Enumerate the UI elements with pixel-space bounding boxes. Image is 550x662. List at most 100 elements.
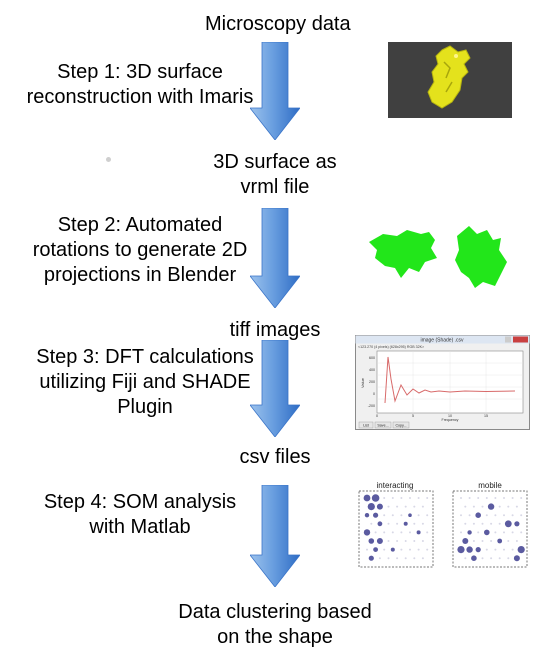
som-empty-node	[507, 557, 510, 560]
som-cluster-dot	[513, 555, 520, 562]
som-empty-node	[485, 497, 488, 499]
step-2-line2: rotations to generate 2D	[32, 239, 248, 261]
x-tick-label: 10	[448, 414, 452, 418]
som-empty-node	[464, 505, 467, 508]
yellow-cell-surface	[427, 45, 471, 109]
som-empty-node	[515, 540, 518, 542]
som-empty-node	[426, 531, 429, 534]
som-empty-node	[472, 522, 475, 525]
x-tick-label: 0	[376, 414, 378, 418]
som-empty-node	[396, 505, 399, 508]
step-1-line2: reconstruction with Imaris	[26, 86, 254, 108]
som-empty-node	[503, 497, 505, 499]
som-empty-node	[511, 497, 514, 499]
som-cluster-dot	[376, 503, 383, 510]
som-empty-node	[383, 531, 386, 534]
node-vrml-line1: 3D surface as	[213, 151, 337, 173]
som-empty-node	[490, 557, 493, 560]
som-empty-node	[391, 531, 394, 534]
som-empty-node	[387, 540, 390, 542]
som-empty-node	[511, 548, 514, 551]
node-microscopy-data: Microscopy data	[205, 13, 351, 35]
som-empty-node	[400, 531, 403, 534]
som-empty-node	[404, 557, 407, 560]
node-result-line1: Data clustering based	[178, 601, 372, 623]
som-empty-node	[460, 514, 462, 517]
copy-button	[392, 421, 410, 429]
som-empty-node	[468, 497, 471, 499]
y-tick-label: 200	[369, 380, 375, 384]
som-empty-node	[477, 531, 480, 534]
som-cluster-dot	[517, 546, 525, 554]
som-empty-node	[383, 514, 386, 517]
som-empty-node	[498, 557, 501, 560]
window-close-icon	[513, 336, 528, 343]
som-empty-node	[511, 531, 514, 534]
som-empty-node	[396, 522, 399, 525]
step-4-label: Step 4: SOM analysis with Matlab	[30, 490, 250, 540]
som-empty-node	[515, 505, 518, 508]
som-empty-node	[396, 540, 399, 542]
som-empty-node	[383, 497, 386, 499]
som-empty-node	[503, 531, 505, 534]
som-empty-node	[413, 557, 416, 560]
som-cluster-dot	[471, 555, 477, 561]
som-empty-node	[391, 497, 394, 499]
som-cluster-dot	[376, 538, 383, 544]
som-empty-node	[387, 505, 390, 508]
flow-arrow-1	[250, 42, 300, 140]
som-empty-node	[481, 557, 484, 560]
som-empty-node	[485, 548, 488, 551]
som-cluster-dot	[403, 521, 408, 526]
som-right-title: mobile	[478, 481, 502, 490]
som-empty-node	[400, 548, 403, 551]
fiji-plot-window: image (Shade) .csv <123.270 (4 pixels) (…	[355, 335, 530, 430]
som-maps-thumbnail: interacting mobile	[358, 481, 528, 568]
som-cluster-dot	[466, 546, 473, 553]
som-cluster-dot	[373, 547, 378, 552]
som-empty-node	[481, 505, 484, 508]
node-vrml-file: 3D surface as vrml file	[195, 150, 355, 200]
som-empty-node	[494, 531, 497, 534]
plot-xlabel: Frequency	[442, 418, 459, 422]
som-empty-node	[374, 531, 377, 534]
som-empty-node	[426, 548, 429, 551]
flow-arrow-2	[250, 208, 300, 308]
som-cluster-dot	[363, 529, 371, 536]
som-empty-node	[503, 514, 505, 517]
step-3-line2: utilizing Fiji and SHADE	[39, 371, 251, 393]
som-empty-node	[464, 522, 467, 525]
som-cluster-dot	[390, 547, 395, 552]
som-empty-node	[413, 505, 416, 508]
som-cluster-dot	[497, 538, 503, 544]
som-cluster-dot	[364, 513, 370, 518]
som-empty-node	[507, 505, 510, 508]
som-empty-node	[481, 522, 484, 525]
speck-mark	[106, 157, 111, 162]
som-cluster-dot	[462, 538, 469, 544]
som-cluster-dot	[475, 512, 481, 518]
list-button	[358, 421, 374, 429]
som-left-grid	[363, 494, 429, 561]
node-tiff-images: tiff images	[229, 319, 321, 341]
som-empty-node	[417, 548, 420, 551]
som-empty-node	[460, 531, 462, 534]
som-cluster-dot	[368, 555, 374, 561]
som-empty-node	[481, 540, 484, 542]
som-empty-node	[413, 522, 416, 525]
som-cluster-dot	[377, 521, 383, 527]
step-2-line3: projections in Blender	[43, 264, 237, 286]
som-left-title: interacting	[377, 481, 414, 490]
som-cluster-dot	[363, 494, 371, 502]
node-result-line2: on the shape	[217, 626, 333, 648]
imaris-render-thumbnail	[388, 42, 512, 118]
som-empty-node	[383, 548, 386, 551]
som-empty-node	[498, 505, 501, 508]
y-tick-label: 0	[373, 392, 375, 396]
som-empty-node	[490, 522, 493, 525]
save-button-label: Save...	[377, 424, 388, 428]
som-cluster-dot	[484, 529, 490, 536]
som-empty-node	[494, 548, 497, 551]
som-right-grid	[457, 497, 525, 562]
som-left-frame	[358, 490, 434, 568]
